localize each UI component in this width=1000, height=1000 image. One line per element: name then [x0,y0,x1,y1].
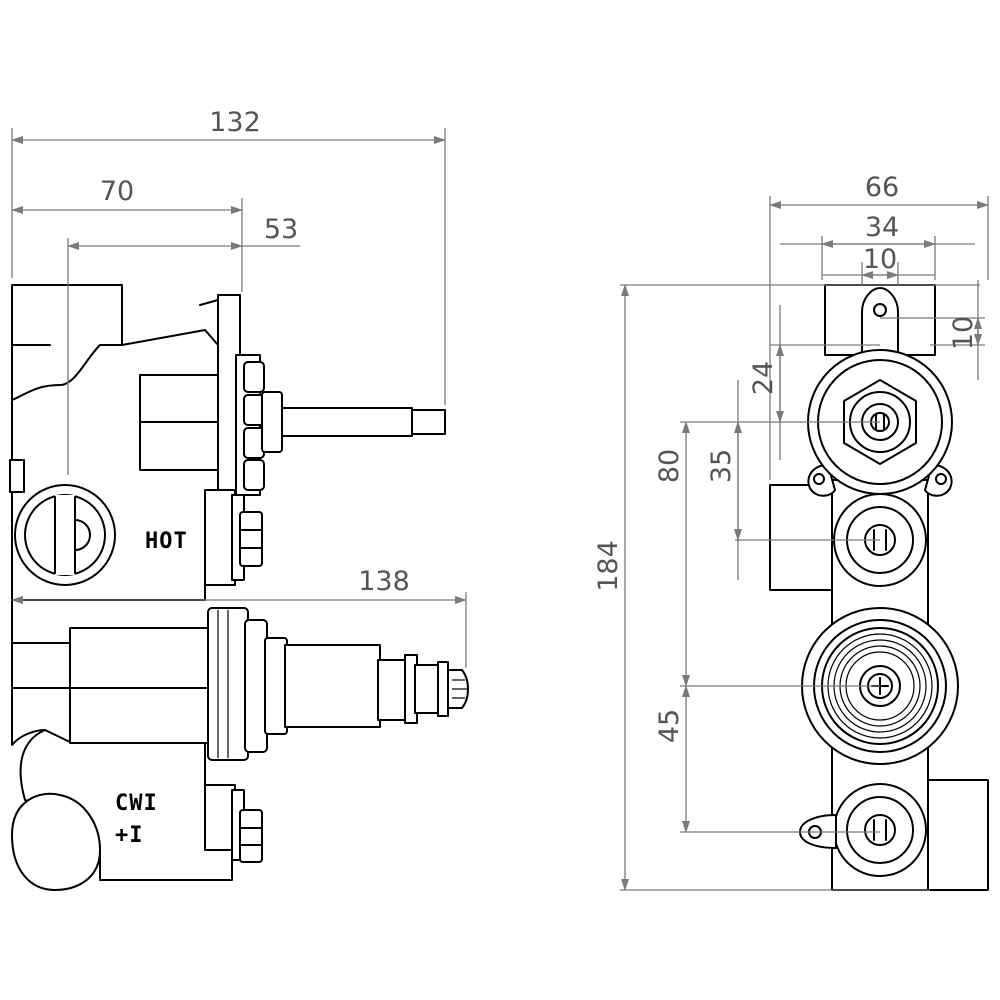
dim-66: 66 [865,172,899,203]
dim-10-horizontal: 10 [863,244,897,275]
side-spindle [281,407,413,437]
front-left-outlet [769,484,833,591]
dim-10-vertical: 10 [948,316,979,350]
dim-35: 35 [706,449,737,483]
dim-70: 70 [100,176,134,207]
side-ball-joint [11,792,101,891]
side-nub [9,459,25,493]
front-right-outlet [927,779,989,891]
cwi-label-top: CWI [115,791,158,816]
dim-53: 53 [264,214,298,245]
side-view: HOT CWI +I [9,284,469,891]
cwi-valve-housing [204,784,236,851]
hot-valve-nut [239,511,263,567]
front-view-dimensions: 66 34 10 10 24 35 80 45 184 [593,172,989,891]
dim-80: 80 [654,449,685,483]
side-mixer-block [69,627,211,744]
hot-label: HOT [145,529,188,554]
dim-45: 45 [654,709,685,743]
side-mixer-stem [284,644,381,728]
dim-132: 132 [209,107,261,138]
hot-valve-housing [204,489,236,586]
cwi-valve-nut [239,809,263,863]
dim-138: 138 [358,566,410,597]
dim-24: 24 [748,361,779,395]
front-top-tab [861,287,899,353]
side-view-dimensions: 132 70 53 138 [11,107,467,668]
dim-184: 184 [593,540,624,592]
front-view [769,284,989,891]
side-spindle-tip [411,409,446,435]
side-top-inlet [11,284,123,401]
dim-34: 34 [865,212,899,243]
side-elbow [19,729,46,806]
cwi-label-bottom: +I [115,823,144,848]
